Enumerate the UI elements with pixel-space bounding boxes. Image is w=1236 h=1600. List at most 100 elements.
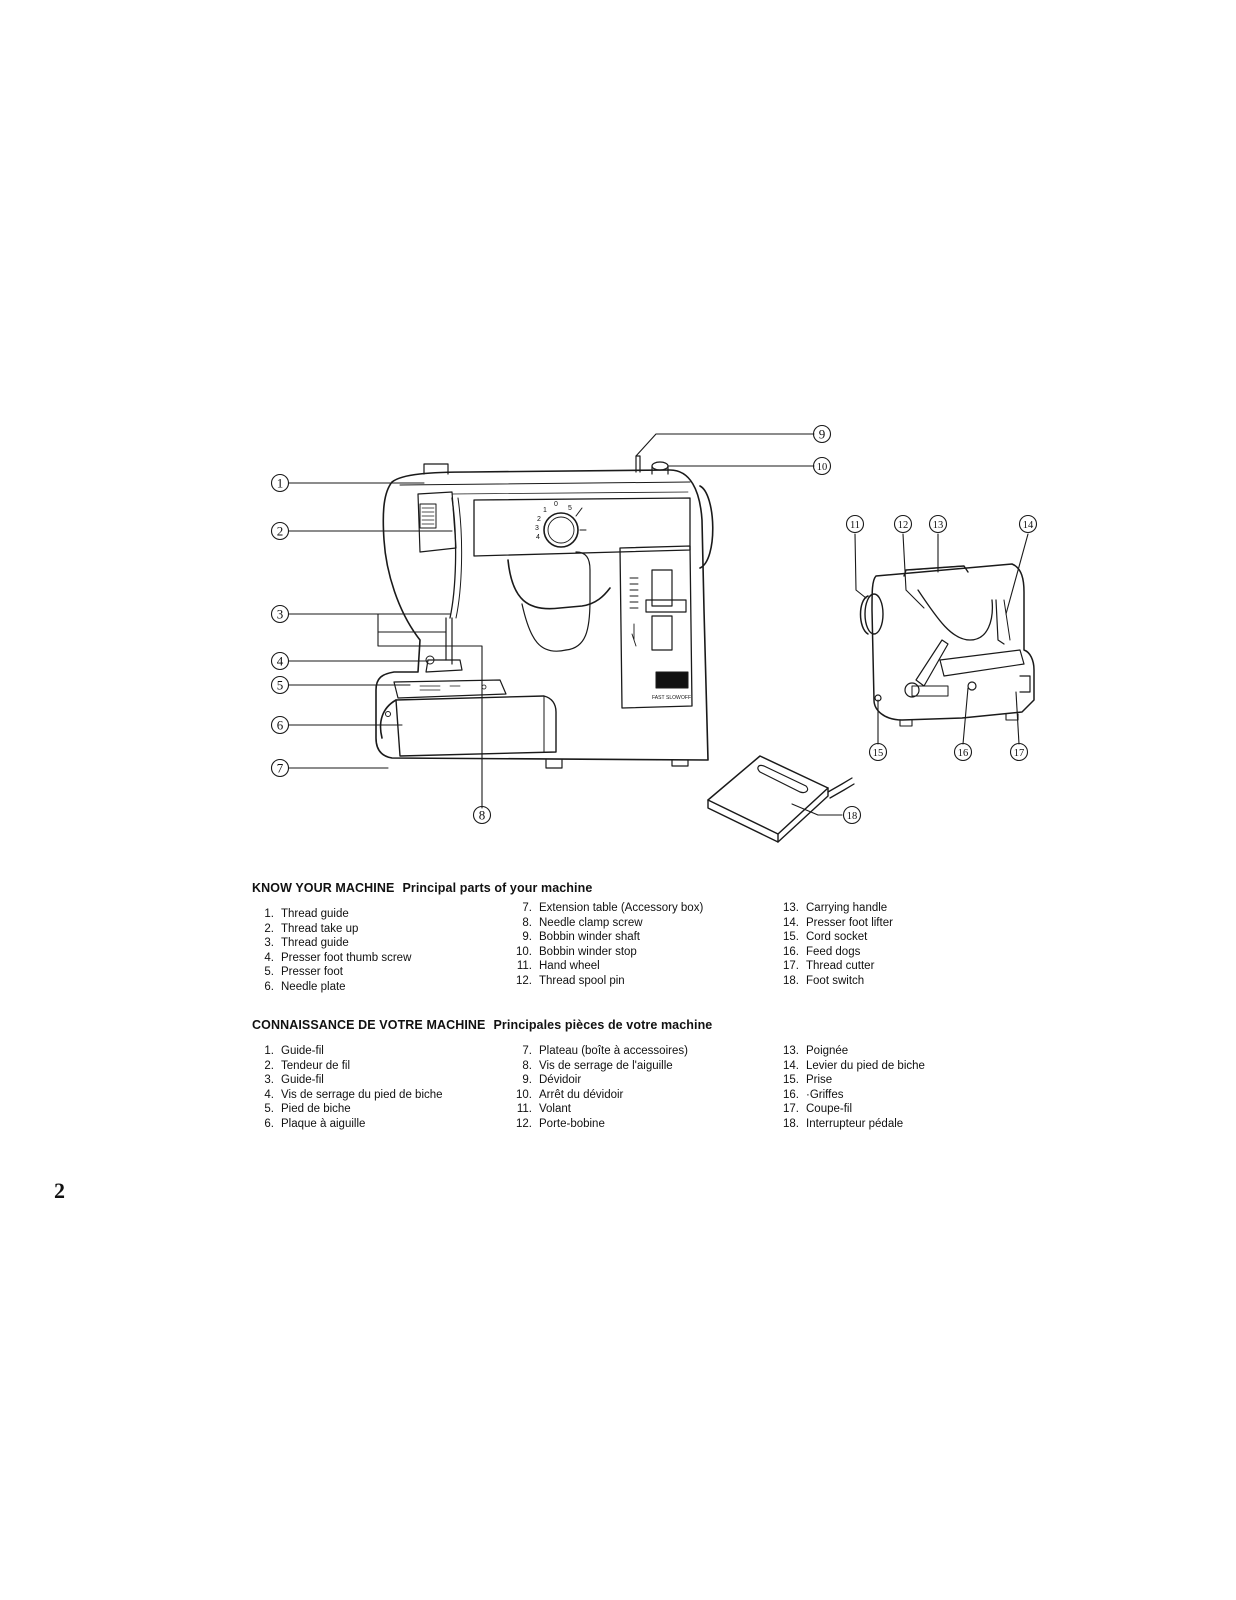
english-heading: KNOW YOUR MACHINE Principal parts of your… xyxy=(252,881,1012,895)
list-item: 6.Plaque à aiguille xyxy=(252,1117,443,1132)
callout-14: 14 xyxy=(1023,520,1034,531)
callout-7: 7 xyxy=(277,761,284,776)
dial-mark-0: 0 xyxy=(554,501,558,508)
english-subtitle: Principal parts of your machine xyxy=(402,881,593,895)
callout-2: 2 xyxy=(277,524,284,539)
item-number: 5. xyxy=(264,1103,274,1116)
callout-18: 18 xyxy=(847,811,858,822)
callout-15: 15 xyxy=(873,748,884,759)
item-label: Poignée xyxy=(806,1045,849,1057)
list-item: 8. Vis de serrage de l'aiguille xyxy=(510,1059,688,1074)
list-item: 5.Presser foot xyxy=(252,965,411,980)
list-item: 10.Bobbin winder stop xyxy=(510,945,703,960)
english-title: KNOW YOUR MACHINE xyxy=(252,881,395,895)
french-heading: CONNAISSANCE DE VOTRE MACHINE Principales… xyxy=(252,1018,1012,1032)
list-item: 7.Plateau (boîte à accessoires) xyxy=(510,1044,688,1059)
item-label: Needle clamp screw xyxy=(539,916,643,929)
item-number: 5. xyxy=(264,966,274,979)
item-label: Presser foot lifter xyxy=(806,916,893,929)
french-subtitle: Principales pièces de votre machine xyxy=(493,1018,713,1032)
sewing-machine-illustration: 0 1 2 3 4 5 xyxy=(270,424,1038,843)
list-item: 13.Poignée xyxy=(777,1044,925,1059)
list-item: 18.Foot switch xyxy=(777,974,893,989)
list-item: 4. Vis de serrage du pied de biche xyxy=(252,1088,443,1103)
list-item: 3.Guide-fil xyxy=(252,1073,443,1088)
item-label: Dévidoir xyxy=(539,1074,582,1087)
dial-mark-2: 2 xyxy=(537,516,541,523)
item-label: Plateau (boîte à accessoires) xyxy=(539,1045,688,1057)
item-label: Needle plate xyxy=(281,980,346,993)
item-label: Prise xyxy=(806,1074,833,1087)
item-number: 8. xyxy=(522,1059,532,1072)
list-item: 11.Hand wheel xyxy=(510,959,703,974)
callout-10: 10 xyxy=(817,462,828,473)
item-label: Guide-fil xyxy=(281,1045,324,1057)
item-number: 2. xyxy=(264,1059,274,1072)
french-parts-section: CONNAISSANCE DE VOTRE MACHINE Principales… xyxy=(252,1018,1012,1032)
callout-8: 8 xyxy=(479,808,486,823)
foot-pedal xyxy=(707,755,855,843)
list-item: 9. Dévidoir xyxy=(510,1073,688,1088)
english-list-col-3: 13.Carrying handle 14. Presser foot lifte… xyxy=(777,901,893,989)
item-label: Presser foot thumb screw xyxy=(281,951,412,964)
item-label: Thread cutter xyxy=(806,960,875,973)
item-number: 8. xyxy=(522,916,532,929)
callout-6: 6 xyxy=(277,718,284,733)
item-label: Thread take up xyxy=(281,922,359,935)
list-item: 7.Extension table (Accessory box) xyxy=(510,901,703,916)
list-item: 15. Prise xyxy=(777,1073,925,1088)
item-number: 4. xyxy=(264,1088,274,1101)
item-label: Levier du pied de biche xyxy=(806,1059,925,1072)
callout-1: 1 xyxy=(277,476,284,491)
item-number: 1. xyxy=(264,908,274,920)
item-number: 9. xyxy=(522,1074,532,1087)
list-item: 4.Presser foot thumb screw xyxy=(252,951,411,966)
item-label: Cord socket xyxy=(806,931,868,944)
english-list-col-1: 1.Thread guide 2. Thread take up 3.Thread… xyxy=(252,907,411,995)
item-number: 11. xyxy=(516,1103,532,1116)
list-item: 17.Thread cutter xyxy=(777,959,893,974)
callout-9: 9 xyxy=(819,427,826,442)
list-item: 15. Cord socket xyxy=(777,930,893,945)
item-number: 15. xyxy=(783,931,799,944)
item-label: Thread spool pin xyxy=(539,974,625,987)
item-label: Foot switch xyxy=(806,974,865,987)
item-number: 17. xyxy=(783,1103,799,1116)
callout-13: 13 xyxy=(933,520,944,531)
item-number: 12. xyxy=(516,974,532,987)
item-number: 3. xyxy=(264,937,274,950)
dial-mark-5: 5 xyxy=(568,505,572,512)
french-list-col-2: 7.Plateau (boîte à accessoires) 8. Vis de… xyxy=(510,1044,688,1132)
list-item: 1.Thread guide xyxy=(252,907,411,922)
item-number: 15. xyxy=(783,1074,799,1087)
dial-mark-1: 1 xyxy=(543,507,547,514)
leader-lines xyxy=(288,433,1029,816)
item-number: 14. xyxy=(783,1059,799,1072)
item-label: Vis de serrage du pied de biche xyxy=(281,1088,443,1101)
item-number: 14. xyxy=(783,916,799,929)
item-label: Bobbin winder stop xyxy=(539,945,637,958)
machine-rear-view xyxy=(859,563,1035,727)
french-title: CONNAISSANCE DE VOTRE MACHINE xyxy=(252,1018,486,1032)
switch-label-off: OFF xyxy=(681,695,691,701)
list-item: 8. Needle clamp screw xyxy=(510,916,703,931)
item-label: Feed dogs xyxy=(806,945,861,958)
list-item: 2.Tendeur de fil xyxy=(252,1059,443,1074)
list-item: 3.Thread guide xyxy=(252,936,411,951)
list-item: 10.Arrêt du dévidoir xyxy=(510,1088,688,1103)
item-number: 2. xyxy=(264,922,274,935)
callout-3: 3 xyxy=(277,607,284,622)
list-item: 5.Pied de biche xyxy=(252,1102,443,1117)
item-label: Vis de serrage de l'aiguille xyxy=(539,1059,673,1072)
french-list-col-3: 13.Poignée 14. Levier du pied de biche 15… xyxy=(777,1044,925,1132)
callout-11: 11 xyxy=(850,520,860,531)
callout-12: 12 xyxy=(898,520,909,531)
list-item: 13.Carrying handle xyxy=(777,901,893,916)
list-item: 14. Levier du pied de biche xyxy=(777,1059,925,1074)
french-list-col-1: 1.Guide-fil 2.Tendeur de fil 3.Guide-fil… xyxy=(252,1044,443,1132)
item-number: 11. xyxy=(516,960,532,973)
list-item: 17.Coupe-fil xyxy=(777,1102,925,1117)
list-item: 12. Thread spool pin xyxy=(510,974,703,989)
item-number: 16. xyxy=(783,945,799,958)
